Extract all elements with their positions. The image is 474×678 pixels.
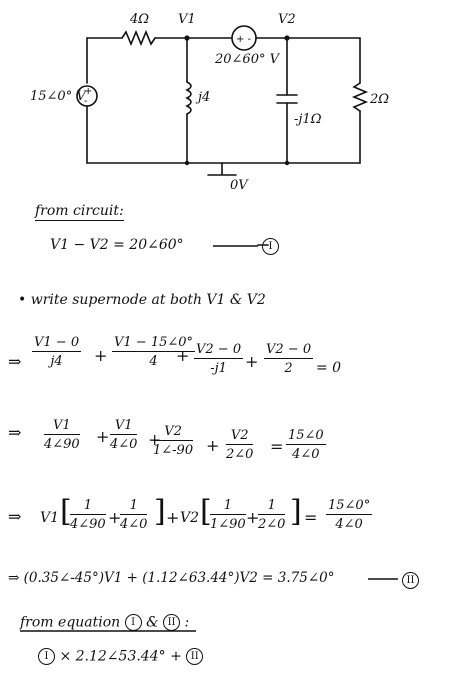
row1-rhs: = 0 xyxy=(316,360,342,376)
inductor-j4 xyxy=(185,81,192,115)
node-bottom-dot-2 xyxy=(284,160,290,166)
equation-1-tag: I xyxy=(262,236,279,255)
row3-v1: V1 xyxy=(40,510,60,526)
ground-label: 0V xyxy=(230,178,248,193)
src-minus: - xyxy=(84,96,88,107)
row2-arrow: ⇒ xyxy=(8,423,22,442)
equation-1: V1 − V2 = 20∠60° xyxy=(50,237,184,253)
row4-tag: II xyxy=(402,570,419,589)
capacitor-label: -j1Ω xyxy=(294,112,322,127)
row3-arrow: ⇒ xyxy=(8,507,22,526)
vsrc-left-label: 15∠0° V xyxy=(30,89,86,104)
row1-frac3: V2 − 0-j1 xyxy=(194,342,244,376)
node-v2-dot xyxy=(284,35,290,41)
node-bottom-dot-1 xyxy=(184,160,190,166)
row2-equals: = xyxy=(270,437,284,456)
row1-arrow: ⇒ xyxy=(8,352,22,371)
inductor-label: j4 xyxy=(198,90,211,105)
src-plus: + xyxy=(84,86,92,97)
node-v1-dot xyxy=(184,35,190,41)
from-equation-line: from equation I & II : xyxy=(20,614,190,631)
r1-label: 4Ω xyxy=(130,12,150,27)
from-circuit-heading: from circuit: xyxy=(35,203,124,221)
resistor-4ohm xyxy=(121,29,156,47)
r2-label: 2Ω xyxy=(370,92,390,107)
src-plus-minus: + - xyxy=(236,34,252,45)
row3-v2: V2 xyxy=(180,510,200,526)
last-line: I × 2.12∠53.44° + II xyxy=(38,648,204,665)
row1-frac2: V1 − 15∠0°4 xyxy=(112,335,196,369)
row4-equation: ⇒ (0.35∠-45°)V1 + (1.12∠63.44°)V2 = 3.75… xyxy=(8,570,335,586)
vsrc-dep-label: 20∠60° V xyxy=(215,52,279,67)
row3-rhs-frac: 15∠0°4∠0 xyxy=(326,498,373,532)
supernode-text: • write supernode at both V1 & V2 xyxy=(18,292,266,308)
v2-node-label: V2 xyxy=(278,12,296,27)
v1-node-label: V1 xyxy=(178,12,196,27)
resistor-2ohm xyxy=(351,82,369,112)
